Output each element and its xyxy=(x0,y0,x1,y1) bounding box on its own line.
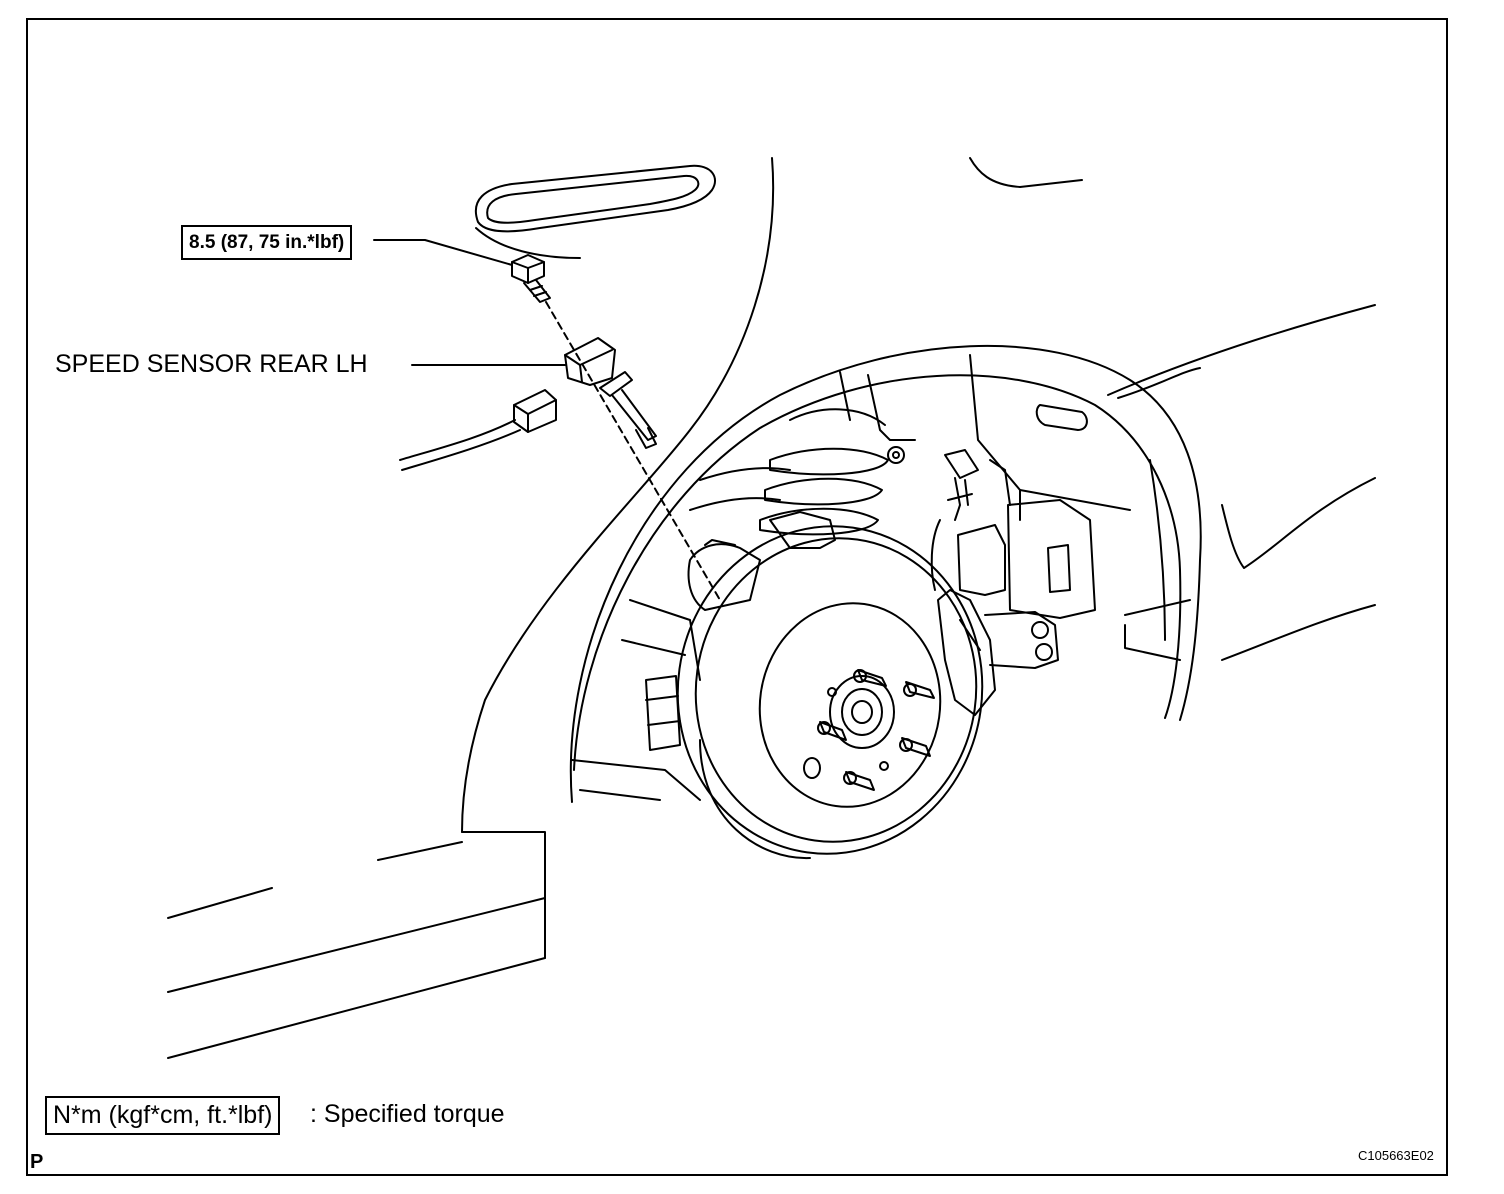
torque-leader-line xyxy=(373,239,513,266)
legend-unit-box: N*m (kgf*cm, ft.*lbf) xyxy=(45,1096,281,1135)
part-name-label: SPEED SENSOR REAR LH xyxy=(55,350,368,378)
speed-sensor xyxy=(564,337,657,449)
diagram-frame xyxy=(26,18,1448,1176)
car-body xyxy=(167,157,1376,1059)
corner-mark: P xyxy=(30,1151,44,1173)
sensor-connector xyxy=(399,389,557,471)
brake-caliper xyxy=(930,459,1096,716)
torque-spec-label: 8.5 (87, 75 in.*lbf) xyxy=(181,225,353,260)
brake-hose xyxy=(944,449,979,521)
brake-disc xyxy=(676,525,984,860)
lower-arm xyxy=(571,511,836,801)
legend-description: : Specified torque xyxy=(310,1100,505,1128)
install-path xyxy=(545,301,721,601)
wheel-studs xyxy=(817,669,935,791)
suspension xyxy=(689,371,916,536)
figure-code: C105663E02 xyxy=(1358,1148,1434,1163)
bolt-icon xyxy=(511,254,551,303)
door-handle xyxy=(474,164,717,233)
